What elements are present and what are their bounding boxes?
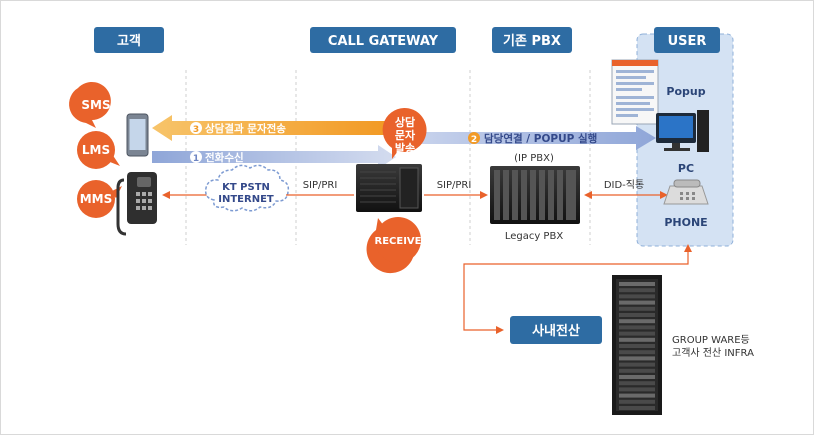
internet-line1: KT PSTN bbox=[222, 182, 270, 193]
rack-slot bbox=[619, 313, 655, 317]
flow-step2-arrow: 2 담당연결 / POPUP 실행 bbox=[418, 126, 656, 150]
rack-slot bbox=[619, 288, 655, 293]
groupware-line1: GROUP WARE등 bbox=[672, 334, 750, 346]
rack-slot bbox=[619, 282, 655, 286]
lms-label: LMS bbox=[82, 143, 110, 157]
rack-slot bbox=[619, 300, 655, 305]
header-user: USER bbox=[654, 27, 720, 53]
rack-slot bbox=[619, 350, 655, 355]
rack-slot bbox=[619, 344, 655, 348]
lms-badge: LMS bbox=[77, 131, 120, 169]
sip-label-1: SIP/PRI bbox=[303, 180, 338, 191]
rack-slot bbox=[619, 406, 655, 410]
header-gateway-label: CALL GATEWAY bbox=[328, 34, 439, 49]
counsel-line1: 상담 bbox=[395, 115, 415, 129]
pc-icon bbox=[656, 110, 709, 152]
receive-label: RECEIVE bbox=[375, 236, 422, 247]
sip-label-2: SIP/PRI bbox=[437, 180, 472, 191]
intranet-label: 사내전산 bbox=[532, 323, 580, 339]
flow-step1-arrow: 1 전화수신 bbox=[152, 145, 396, 169]
intranet-link bbox=[463, 244, 692, 334]
popup-label: Popup bbox=[666, 85, 705, 98]
rack-slot bbox=[619, 375, 655, 379]
desk-phone-icon bbox=[116, 172, 157, 236]
pc-label: PC bbox=[678, 162, 694, 175]
intranet-box: 사내전산 bbox=[510, 316, 602, 344]
did-label: DID-직통 bbox=[604, 179, 644, 191]
header-customer-label: 고객 bbox=[117, 33, 141, 49]
header-pbx-label: 기존 PBX bbox=[503, 34, 561, 49]
step1-number: 1 bbox=[193, 154, 199, 164]
rack-slot bbox=[619, 325, 655, 330]
sms-badge: SMS bbox=[69, 82, 111, 128]
rack-slot bbox=[619, 399, 655, 404]
step3-label: 상담결과 문자전송 bbox=[205, 122, 286, 135]
rack-slot bbox=[619, 381, 655, 386]
counsel-sms-badge: 상담 문자 발송 bbox=[382, 107, 427, 159]
column-dividers bbox=[185, 70, 591, 245]
mms-label: MMS bbox=[80, 192, 113, 206]
phone-label: PHONE bbox=[664, 216, 707, 229]
rack-slot bbox=[619, 331, 655, 336]
step3-number: 3 bbox=[193, 125, 199, 135]
header-pbx: 기존 PBX bbox=[492, 27, 572, 53]
header-user-label: USER bbox=[668, 34, 707, 49]
legacy-pbx-icon bbox=[490, 166, 580, 224]
counsel-line3: 발송 bbox=[395, 141, 415, 155]
receive-badge: RECEIVE bbox=[366, 217, 422, 274]
cloud-icon: KT PSTN INTERNET bbox=[204, 164, 290, 212]
internet-line2: INTERNET bbox=[218, 194, 274, 205]
header-gateway: CALL GATEWAY bbox=[310, 27, 456, 53]
popup-window-icon bbox=[611, 59, 659, 125]
smartphone-icon bbox=[126, 113, 149, 157]
step2-number: 2 bbox=[471, 135, 477, 145]
rack-slot bbox=[619, 393, 655, 398]
header-customer: 고객 bbox=[94, 27, 164, 53]
rack-slot bbox=[619, 306, 655, 311]
groupware-line2: 고객사 전산 INFRA bbox=[672, 347, 754, 359]
flow-step3-arrow: 3 상담결과 문자전송 bbox=[152, 115, 386, 141]
ip-pbx-label: (IP PBX) bbox=[514, 153, 554, 164]
step2-label: 담당연결 / POPUP 실행 bbox=[484, 132, 597, 145]
gateway-pbx-link: SIP/PRI bbox=[424, 180, 488, 199]
pbx-phone-link: DID-직통 bbox=[584, 179, 668, 199]
rack-slot bbox=[619, 368, 655, 373]
rack-slot bbox=[619, 387, 655, 392]
rack-slot bbox=[619, 356, 655, 361]
customer-internet-link bbox=[162, 191, 210, 199]
office-phone-icon bbox=[663, 179, 709, 205]
gateway-server-icon bbox=[356, 164, 422, 212]
rack-slot bbox=[619, 362, 655, 367]
sms-label: SMS bbox=[81, 98, 110, 112]
legacy-pbx-label: Legacy PBX bbox=[505, 231, 564, 242]
internet-gateway-link: SIP/PRI bbox=[286, 180, 354, 196]
counsel-line2: 문자 bbox=[395, 128, 416, 142]
rack-slot bbox=[619, 294, 655, 299]
rack-slot bbox=[619, 319, 655, 324]
step1-label: 전화수신 bbox=[205, 151, 244, 164]
mms-badge: MMS bbox=[77, 180, 122, 218]
rack-slot bbox=[619, 337, 655, 342]
server-rack-icon bbox=[612, 275, 662, 415]
